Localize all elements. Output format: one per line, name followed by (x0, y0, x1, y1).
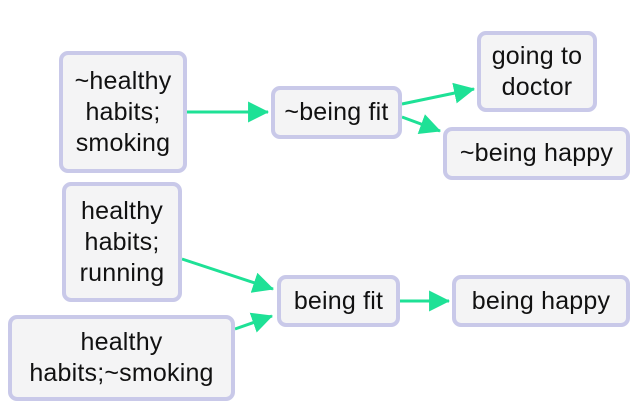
node-label: ~healthy habits; smoking (74, 66, 172, 157)
node-neg-healthy-habits-smoking: ~healthy habits; smoking (59, 51, 187, 173)
node-label: being fit (293, 286, 384, 315)
node-label: healthy habits;~smoking (29, 328, 214, 387)
node-going-to-doctor: going to doctor (477, 31, 597, 112)
edge-neg-being-fit-to-neg-being-happy (401, 114, 441, 134)
node-neg-being-fit: ~being fit (271, 86, 402, 139)
node-being-fit: being fit (277, 275, 400, 327)
node-label: healthy habits; running (79, 196, 165, 287)
node-healthy-habits-not-smoking: healthy habits;~smoking (8, 315, 235, 401)
node-neg-being-happy: ~being happy (443, 127, 630, 180)
node-label: ~being fit (284, 98, 389, 126)
edge-healthy-habits-not-smoking-to-being-fit (234, 312, 273, 333)
node-being-happy: being happy (452, 275, 630, 327)
node-label: being happy (471, 286, 611, 315)
node-label: ~being happy (459, 139, 614, 167)
node-label: going to doctor (491, 41, 583, 101)
edge-neg-being-fit-to-going-to-doctor (401, 82, 476, 106)
edge-healthy-habits-running-to-being-fit (181, 257, 274, 293)
node-healthy-habits-running: healthy habits; running (62, 182, 182, 302)
